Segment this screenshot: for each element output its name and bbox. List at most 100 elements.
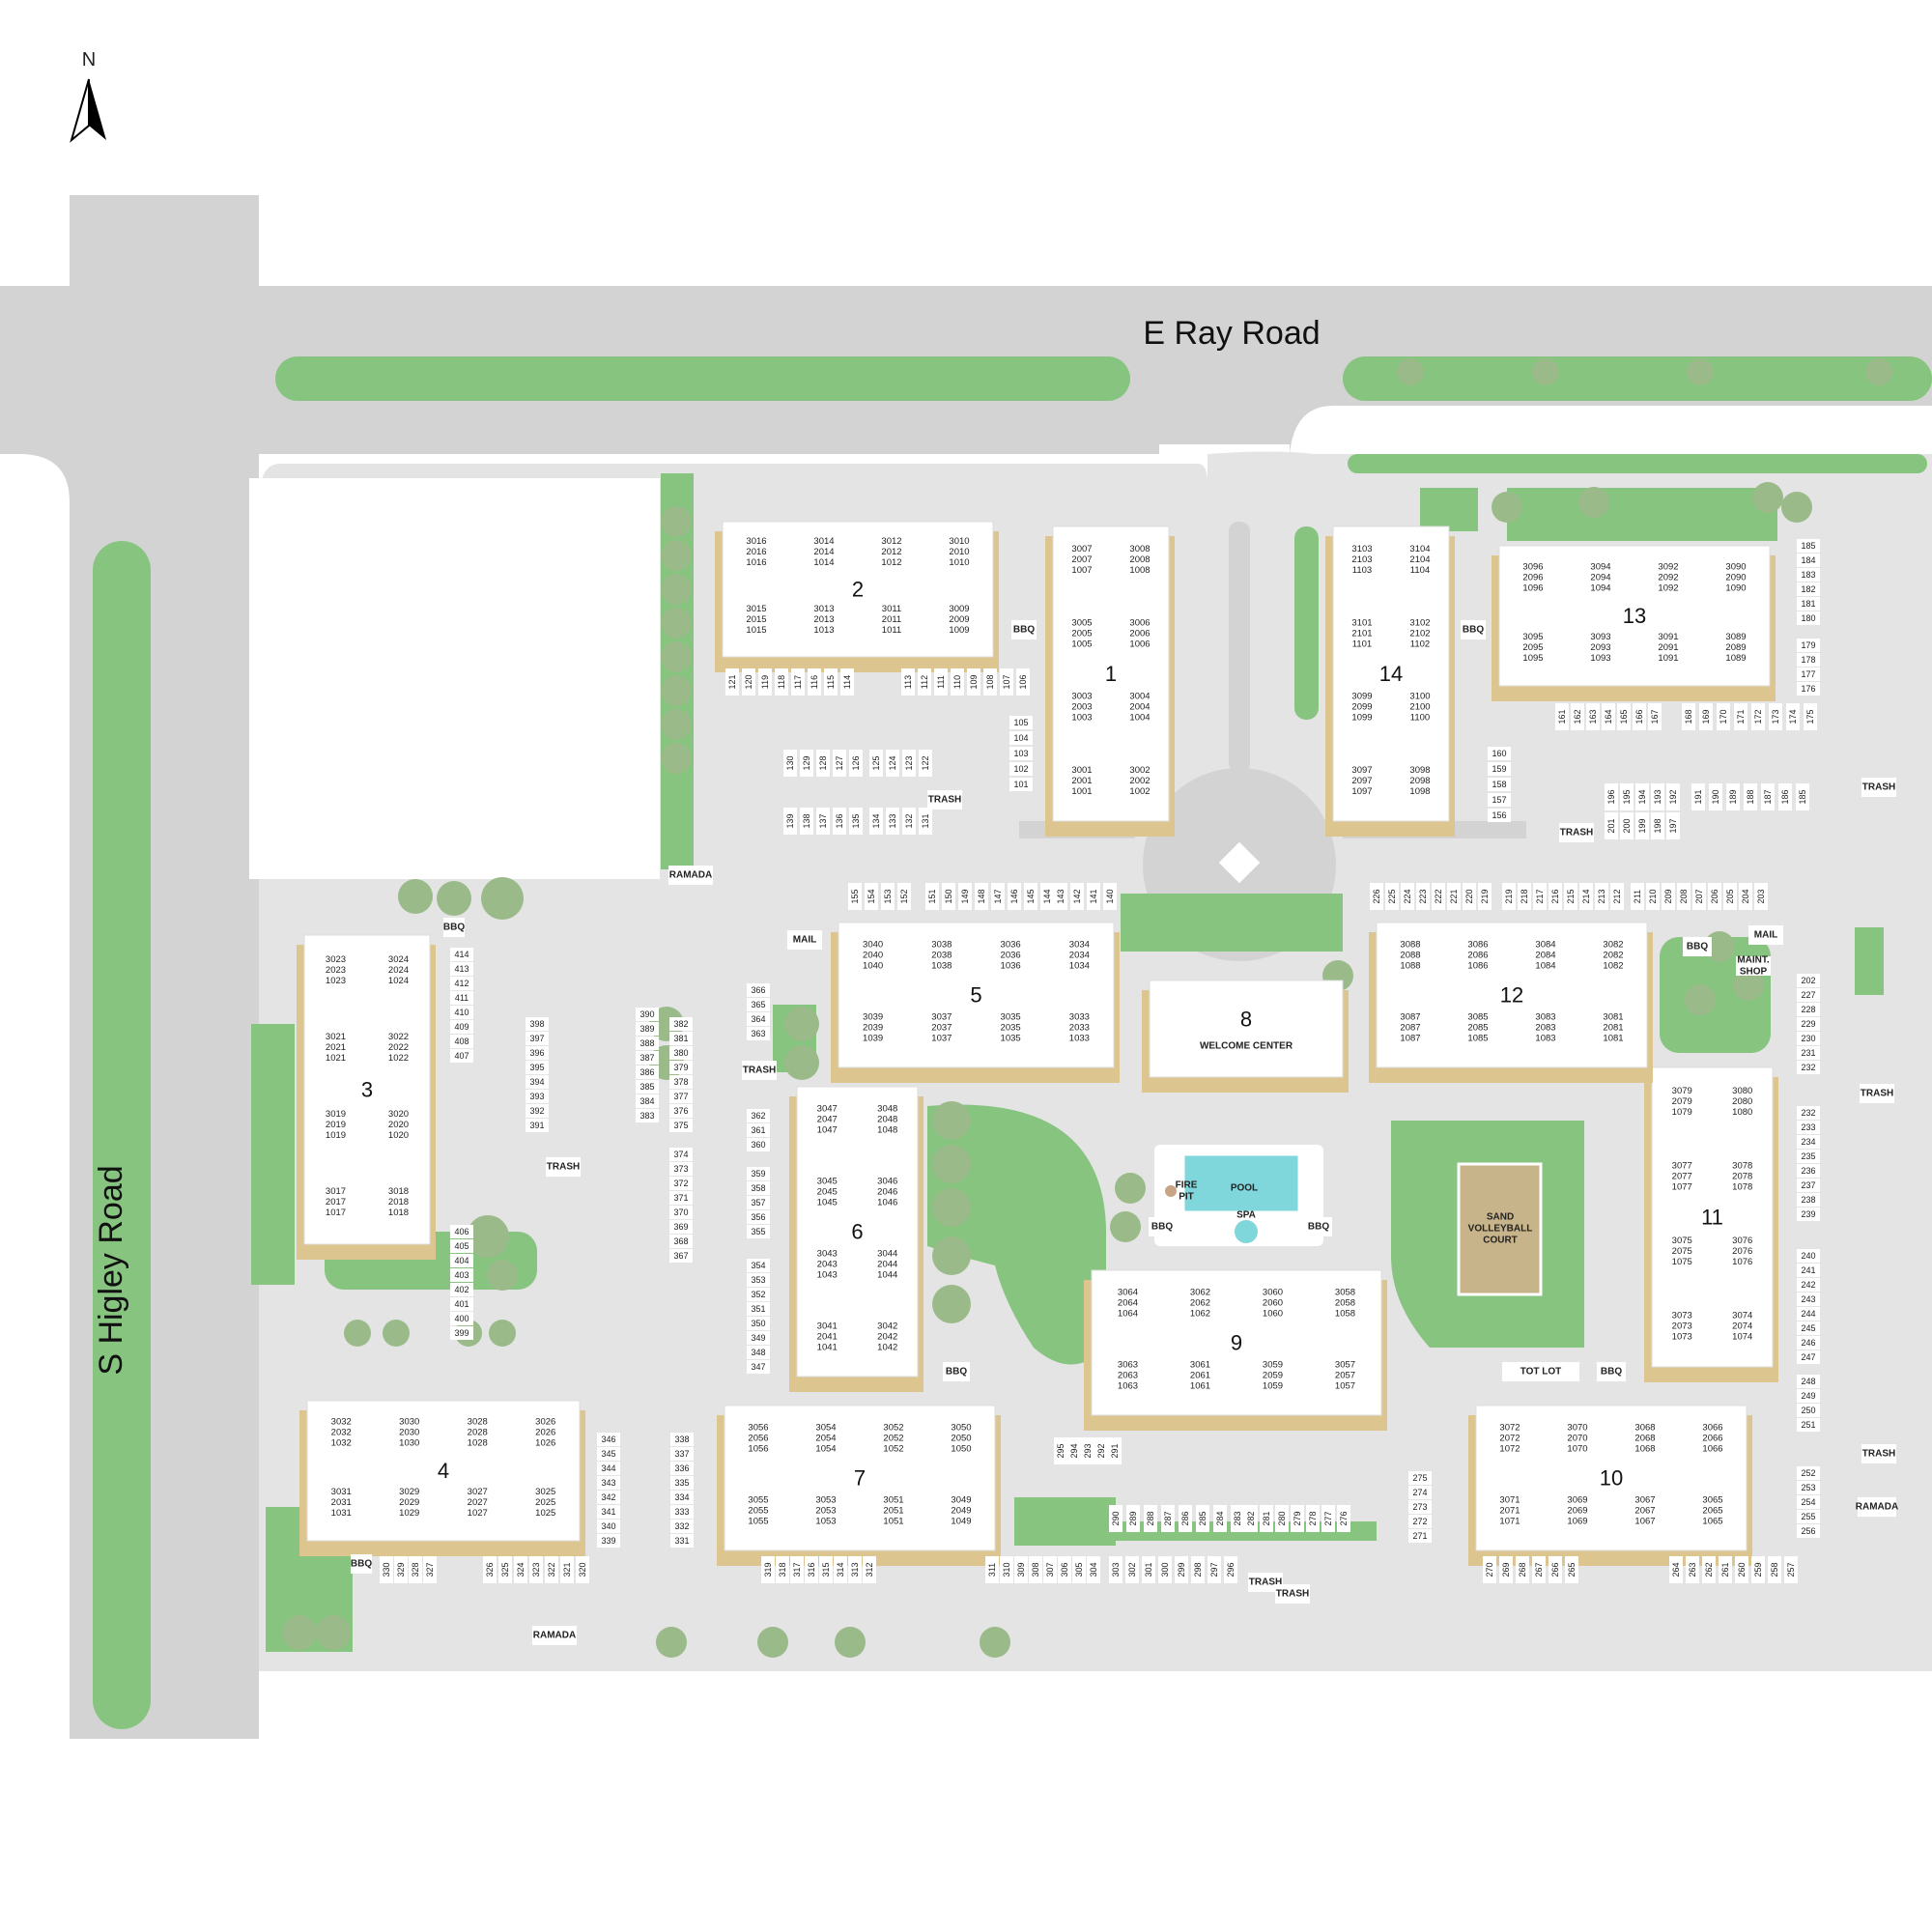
parking-space (670, 1491, 694, 1504)
parking-space-number: 400 (454, 1314, 469, 1323)
unit-number: 3034 (1069, 940, 1090, 951)
parking-space-number: 105 (1013, 718, 1028, 727)
unit-number: 1043 (817, 1270, 838, 1281)
building-6[interactable]: 3047204710473048204810483045204510453046… (789, 1086, 923, 1392)
parking-space (1502, 883, 1516, 910)
parking-space-number: 180 (1801, 613, 1815, 623)
parking-space (747, 1012, 770, 1026)
unit-number: 2080 (1732, 1096, 1752, 1107)
unit-number: 2081 (1603, 1023, 1623, 1034)
unit-number: 2028 (468, 1427, 488, 1437)
parking-space (747, 1302, 770, 1316)
building-11[interactable]: 3079207910793080208010803077207710773078… (1644, 1066, 1778, 1382)
parking-space (1797, 1003, 1820, 1016)
parking-space-number: 149 (960, 889, 970, 903)
unit-number: 1042 (877, 1343, 897, 1353)
bbq-label-text: BBQ (351, 1559, 372, 1570)
parking-space-number: 156 (1492, 810, 1506, 820)
parking-space (1797, 539, 1820, 553)
welcome-center-label: WELCOME CENTER (1200, 1041, 1293, 1052)
parking-space (1751, 1556, 1765, 1583)
unit-number: 3030 (399, 1416, 419, 1427)
parking-space-number: 178 (1801, 655, 1815, 665)
parking-space-number: 146 (1009, 889, 1019, 903)
parking-space-number: 142 (1072, 889, 1082, 903)
parking-space (450, 1035, 473, 1048)
parking-space-number: 311 (987, 1563, 997, 1577)
pool-label-text: POOL (1231, 1183, 1258, 1194)
building-13[interactable]: 3096209610963094209410943092209210923090… (1492, 545, 1776, 701)
building-number-badge (1596, 1463, 1627, 1493)
building-2[interactable]: 3016201610163014201410143012201210123010… (715, 521, 999, 672)
parking-space-number: 275 (1412, 1473, 1427, 1483)
parking-space-number: 294 (1069, 1443, 1079, 1458)
ramada-label-text: RAMADA (669, 870, 712, 881)
unit-number: 1016 (746, 557, 766, 568)
parking-space-number: 387 (639, 1053, 654, 1063)
building-7[interactable]: 3056205610563054205410543052205210523050… (717, 1405, 1001, 1566)
unit-number: 3068 (1634, 1423, 1655, 1434)
unit-number: 3053 (815, 1495, 836, 1506)
parking-space-number: 336 (674, 1463, 689, 1473)
parking-space-number: 101 (1013, 780, 1028, 789)
parking-space (1677, 883, 1690, 910)
unit-number: 2024 (388, 965, 409, 976)
parking-space (1797, 582, 1820, 596)
bbq-label: BBQ (1149, 1217, 1176, 1236)
unit-number: 1059 (1263, 1381, 1283, 1392)
unit-number: 3043 (817, 1249, 838, 1260)
parking-space (1620, 812, 1634, 839)
unit-number: 2004 (1129, 702, 1150, 713)
building-3[interactable]: 3023202310233024202410243021202110213022… (297, 934, 436, 1260)
parking-space-number: 144 (1042, 889, 1052, 903)
parking-space (747, 1273, 770, 1287)
parking-space (865, 883, 878, 910)
parking-space (1291, 1505, 1304, 1532)
parking-space (1797, 611, 1820, 625)
parking-space-number: 242 (1801, 1280, 1815, 1290)
building-14[interactable]: 3103210311033104210411043101210111013102… (1325, 526, 1455, 837)
unit-number: 1066 (1702, 1444, 1722, 1455)
parking-space-number: 109 (969, 674, 979, 689)
parking-space-number: 405 (454, 1241, 469, 1251)
unit-number: 3066 (1702, 1423, 1722, 1434)
parking-space (1651, 783, 1664, 810)
parking-space-number: 151 (927, 889, 937, 903)
unit-number: 3054 (815, 1423, 836, 1434)
building-5[interactable]: 3040204010403038203810383036203610363034… (831, 922, 1120, 1083)
parking-space-number: 116 (810, 675, 819, 689)
building-9[interactable]: 3064206410643062206210623060206010603058… (1084, 1269, 1387, 1431)
building-12[interactable]: 3088208810883086208610863084208410843082… (1369, 922, 1653, 1083)
unit-number: 3032 (331, 1416, 352, 1427)
parking-space (919, 750, 932, 777)
parking-space-number: 325 (500, 1562, 510, 1577)
parking-space-number: 339 (601, 1536, 615, 1546)
parking-space (1734, 703, 1747, 730)
parking-space-number: 203 (1756, 889, 1766, 903)
unit-number: 3081 (1603, 1012, 1623, 1023)
building-10[interactable]: 3072207210723070207010703068206810683066… (1468, 1405, 1752, 1566)
parking-space-number: 300 (1160, 1562, 1170, 1577)
parking-space-number: 377 (673, 1092, 688, 1101)
building-number: 1 (1105, 662, 1117, 686)
parking-space (1087, 1556, 1100, 1583)
parking-space (1196, 1505, 1209, 1532)
parking-space-number: 332 (674, 1521, 689, 1531)
parking-space-number: 347 (751, 1362, 765, 1372)
parking-space-number: 407 (454, 1051, 469, 1061)
parking-space (1109, 1556, 1122, 1583)
unit-number: 3098 (1409, 765, 1430, 776)
unit-number: 1068 (1634, 1444, 1655, 1455)
parking-space (669, 1220, 693, 1234)
parking-space (783, 808, 797, 835)
building-1[interactable]: 3007200710073008200810083005200510053006… (1045, 526, 1175, 837)
building-number: 7 (854, 1466, 866, 1491)
parking-space (670, 1534, 694, 1548)
unit-number: 1056 (748, 1444, 768, 1455)
building-number-badge (1221, 1327, 1252, 1358)
building-4[interactable]: 3032203210323030203010303028202810283026… (299, 1400, 585, 1556)
